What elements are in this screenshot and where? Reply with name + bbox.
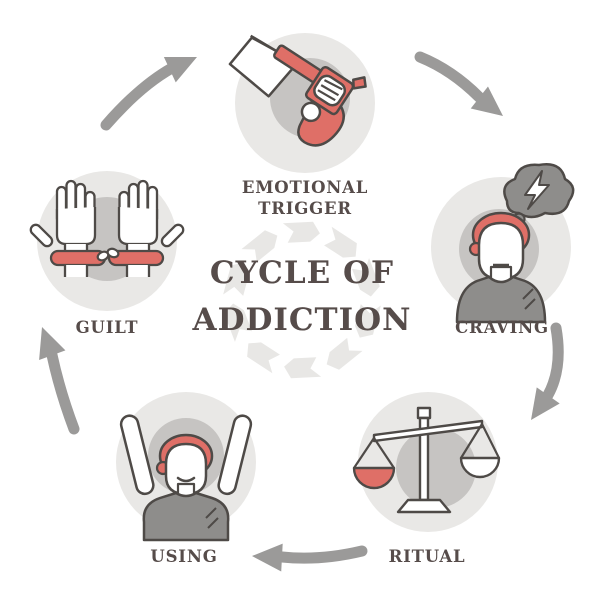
- person-arms-raised-icon: [116, 392, 256, 542]
- left-hand: [27, 179, 107, 279]
- shirt: [455, 275, 547, 324]
- arrow-craving-to-ritual-icon: [519, 322, 564, 429]
- stage-label-guilt: GUILT: [75, 318, 139, 337]
- title-line-2: ADDICTION: [192, 302, 412, 338]
- right-bowl: [459, 456, 501, 479]
- face: [164, 442, 208, 496]
- stage-label-emotional-trigger: EMOTIONAL TRIGGER: [241, 178, 369, 218]
- stage-label-craving: CRAVING: [455, 318, 549, 337]
- arrow-ritual-to-using-icon: [251, 542, 368, 572]
- title-line-1: CYCLE OF: [209, 255, 395, 291]
- left-bowl: [352, 466, 396, 490]
- stage-label-ritual: RITUAL: [388, 547, 466, 566]
- arrow-guilt-to-trigger-icon: [100, 44, 203, 131]
- arrow-using-to-guilt-icon: [28, 322, 80, 435]
- person-with-lightning-thought-bubble-icon: [431, 163, 575, 324]
- arrow-trigger-to-craving-icon: [414, 51, 512, 128]
- shirt: [142, 491, 230, 542]
- page-title: CYCLE OF ADDICTION: [102, 250, 502, 344]
- stage-label-using: USING: [150, 547, 218, 566]
- chain-links-icon: [96, 247, 120, 262]
- handcuffed-hands-icon: [27, 171, 187, 311]
- balance-scale-icon: [352, 392, 501, 532]
- lightning-bolt-icon: [524, 170, 550, 210]
- revolver-with-white-flag-icon: [228, 33, 375, 173]
